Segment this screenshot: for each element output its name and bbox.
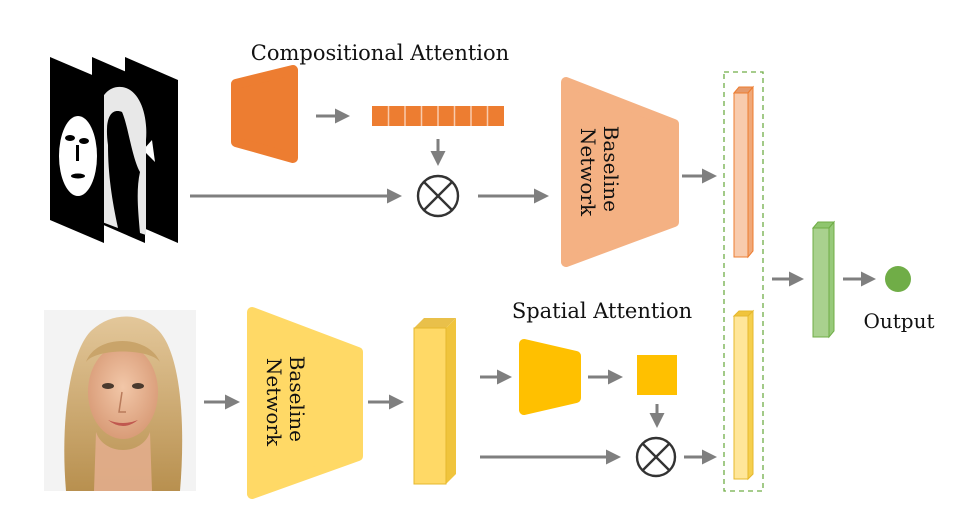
- mask-card-middle: [92, 57, 147, 243]
- bottom-baseline-network: [247, 307, 363, 499]
- top-baseline-network: [561, 77, 679, 267]
- compositional-attention-title: Compositional Attention: [251, 41, 509, 65]
- bottom-baseline-network-line-2: Network: [262, 358, 286, 447]
- compositional-encoder: [231, 65, 298, 163]
- bottom-attended-feature-block: [732, 309, 755, 481]
- spatial-encoder: [519, 339, 581, 415]
- attention-vector: [372, 106, 504, 126]
- mask-stack: [50, 57, 178, 243]
- bottom-baseline-network-label: Baseline Network: [262, 356, 309, 449]
- spatial-attention-title: Spatial Attention: [512, 299, 692, 323]
- output-label: Output: [863, 309, 934, 333]
- arrows: [190, 108, 876, 465]
- top-baseline-network-label: Baseline Network: [576, 126, 623, 219]
- top-baseline-network-line-1: Baseline: [599, 126, 623, 212]
- top-baseline-network-line-2: Network: [576, 128, 600, 217]
- face-photo: [44, 310, 196, 491]
- bottom-feature-block: [413, 318, 456, 485]
- spatial-map: [637, 355, 677, 395]
- concat-box: [723, 71, 764, 492]
- mask-card-front: [50, 57, 104, 243]
- multiply-bottom-icon: [635, 436, 677, 478]
- fused-feature-block: [811, 220, 836, 339]
- svg-text:Baseline Network: Baseline Network: [262, 356, 309, 449]
- multiply-top-icon: [416, 174, 460, 218]
- output-node: [885, 266, 911, 292]
- bottom-baseline-network-line-1: Baseline: [285, 356, 309, 442]
- svg-text:Baseline Network: Baseline Network: [576, 126, 623, 219]
- top-feature-block: [732, 85, 755, 259]
